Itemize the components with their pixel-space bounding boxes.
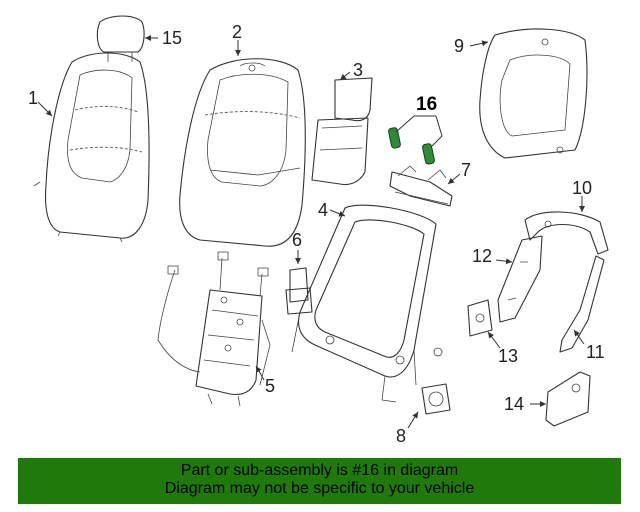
part-5-wiring-panel xyxy=(157,251,271,407)
callout-13: 13 xyxy=(498,346,518,366)
part-16-clips xyxy=(388,115,443,165)
callout-5: 5 xyxy=(265,376,275,396)
part-13-plate xyxy=(467,299,493,337)
callout-8: 8 xyxy=(396,426,406,446)
part-1-seatback-cover xyxy=(33,52,150,243)
part-12-side-bracket xyxy=(497,235,543,323)
part-6-module xyxy=(285,267,313,315)
part-14-lower-block xyxy=(545,371,591,427)
banner-line-2: Diagram may not be specific to your vehi… xyxy=(164,480,475,497)
callout-7: 7 xyxy=(461,160,471,180)
info-banner: Part or sub-assembly is #16 in diagram D… xyxy=(18,458,621,504)
part-15-headrest xyxy=(96,15,145,62)
banner-line-1: Part or sub-assembly is #16 in diagram xyxy=(180,462,459,479)
part-4-seatback-frame xyxy=(291,204,437,403)
part-9-back-shell xyxy=(479,28,588,159)
callout-16: 16 xyxy=(416,94,437,115)
callout-2: 2 xyxy=(232,22,242,42)
part-7-bracket xyxy=(389,165,453,207)
part-3-back-panel xyxy=(311,77,373,186)
part-2-seatback-pad xyxy=(179,58,306,247)
part-10-upper-bar xyxy=(524,211,609,255)
callout-11: 11 xyxy=(586,342,605,362)
part-11-side-rail xyxy=(559,255,605,353)
callout-1: 1 xyxy=(28,88,38,108)
callout-6: 6 xyxy=(292,230,302,250)
callout-4: 4 xyxy=(318,200,328,220)
callout-9: 9 xyxy=(454,36,464,56)
part-8-grommet xyxy=(421,347,451,415)
leaders xyxy=(37,35,585,429)
callout-12: 12 xyxy=(472,246,492,266)
callout-15: 15 xyxy=(162,28,182,48)
callout-labels: 1 2 3 4 5 6 7 8 9 10 11 12 13 14 15 16 xyxy=(28,22,605,446)
callout-10: 10 xyxy=(572,178,592,198)
parts-diagram: 1 2 3 4 5 6 7 8 9 10 11 12 13 14 15 16 xyxy=(28,15,609,446)
callout-3: 3 xyxy=(353,60,363,80)
callout-14: 14 xyxy=(504,394,524,414)
